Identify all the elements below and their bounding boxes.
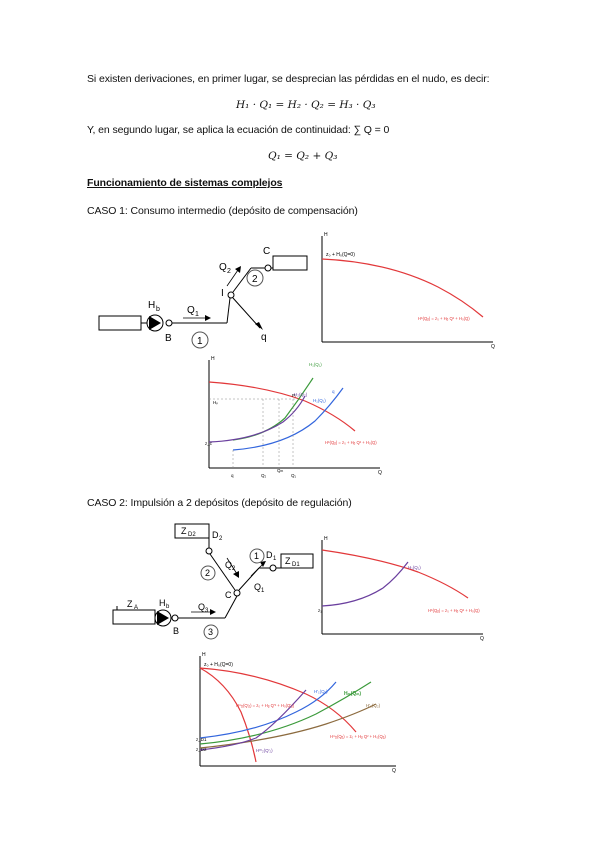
label-purple: H₁(Q₁) — [408, 565, 421, 570]
label-green: H₁(Q₁) — [309, 362, 322, 367]
axis-q-label: Q — [491, 344, 495, 350]
system-curve-purple — [321, 561, 409, 607]
flow-q1-label: Q — [187, 305, 195, 316]
pipe-1-label: 1 — [197, 336, 203, 347]
node-c-label: C — [263, 246, 270, 257]
node-b-label: B — [173, 626, 179, 636]
node-b-label: B — [165, 333, 172, 344]
intro-paragraph: Si existen derivaciones, en primer lugar… — [87, 73, 490, 85]
curve-purple — [199, 689, 307, 751]
flow-q2-sub: 2 — [227, 268, 231, 275]
pump-head-sub: b — [166, 604, 170, 610]
pipe-2-label: 2 — [205, 568, 210, 578]
pump-curve-label: Hᵇ(Qᵦ) = z₀ + Hᵦ Q² + H₀(Q) — [325, 440, 377, 445]
reservoir-d1 — [280, 553, 314, 569]
label-purple: Hᵐ₂(Q'₂) — [256, 748, 273, 753]
zc-label: z_c — [205, 441, 213, 446]
zd2-label: Z — [181, 526, 187, 536]
equation-energy: H₁ · Q₁ = H₂ · Q₂ = H₃ · Q₃ — [236, 99, 376, 111]
reservoir-a — [98, 315, 142, 331]
node-i-label: I — [221, 288, 224, 299]
label-brown: H'₂(Q₂) — [366, 703, 381, 708]
zd1-sub: D1 — [292, 562, 300, 568]
zd1-label: Z — [285, 556, 291, 566]
caso1-schematic: H b B Q 1 1 I Q 2 2 C q — [98, 246, 308, 349]
pipe-2-label: 2 — [252, 274, 258, 285]
zd2-sub: D2 — [188, 532, 196, 538]
flow-q1-sub: 1 — [195, 311, 199, 318]
x-q2-label: Q₂ — [261, 473, 267, 478]
label-purple: H₂(Q₂) — [294, 392, 308, 397]
label-red-low: Hᵐᵦ(Qᵦ) = z₀ + Hᵦ Q² + H₀(Qᵦ) — [330, 734, 386, 739]
zd2-label: z_D2 — [196, 747, 207, 752]
label-red-mid: Hᵐᵦ(Q'ᵦ) = z₀ + Hᵦ Q'² + H₀(Q'ᵦ) — [236, 703, 295, 708]
caso2-schematic: Z D2 D 2 Q 2 1 D 1 Z D1 2 Q 1 C Z A H b … — [112, 523, 314, 640]
label-blue: H'₁(Q₁) — [314, 689, 328, 694]
pump-curve-red-steep — [199, 667, 257, 763]
q3-sub: 3 — [205, 608, 209, 614]
shutoff-head-label: z₀ + H₀(Q=0) — [326, 252, 355, 258]
caso1-pump-curve-graph: H Q z₀ + H₀(Q=0) Hᵇ(Qᵦ) = z₀ + Hᵦ Q² + H… — [321, 232, 495, 350]
pipe-3-label: 3 — [208, 627, 213, 637]
x-q-label: q — [231, 473, 234, 478]
d2-label: D — [212, 530, 219, 540]
za-sub: A — [134, 605, 138, 611]
q1-label: Q — [254, 582, 261, 592]
shutoff-head-label: z₀ + H₀(Q=0) — [204, 662, 233, 668]
caso1-title: CASO 1: Consumo intermedio (depósito de … — [87, 205, 358, 217]
caso2-title: CASO 2: Impulsión a 2 depósitos (depósit… — [87, 497, 352, 509]
pump-head-label: H — [148, 300, 155, 311]
q2-sub: 2 — [232, 566, 236, 572]
curve-green — [199, 681, 372, 745]
pump-curve-red-upper — [199, 667, 357, 733]
label-q: q — [332, 389, 335, 394]
d2-sub: 2 — [219, 536, 223, 542]
reservoir-c — [272, 255, 308, 271]
za-label: Z — [127, 599, 133, 609]
pump-icon — [146, 314, 164, 332]
pump-curve-red — [321, 549, 469, 599]
pump-head-label: H — [159, 598, 166, 608]
curve-purple — [208, 395, 306, 443]
d1-sub: 1 — [273, 556, 277, 562]
caso2-operating-point-graph: H Q z₀ + H₀(Q=0) H'₁(Q₁) Hₘ(Qₘ) H'₂(Q₂) … — [196, 652, 396, 774]
curve-blue — [199, 681, 337, 739]
x-q1-label: Q₁ — [291, 473, 297, 478]
axis-q-label: Q — [480, 636, 484, 642]
continuity-paragraph: Y, en segundo lugar, se aplica la ecuaci… — [87, 124, 390, 136]
label-blue: H₁(Q₁) — [313, 398, 326, 403]
flow-q2-label: Q — [219, 262, 227, 273]
q3-label: Q — [198, 602, 205, 612]
zd1-label: z_D1 — [196, 737, 207, 742]
axis-h-label: H — [324, 232, 328, 238]
pump-curve-red — [208, 381, 356, 432]
z1-label: z₁ — [318, 608, 322, 613]
consumption-q-label: q — [261, 332, 267, 343]
q1-sub: 1 — [261, 588, 265, 594]
pump-icon — [154, 609, 172, 627]
reservoir-a — [112, 609, 156, 625]
equation-continuity: Q₁ = Q₂ + Q₃ — [268, 150, 338, 162]
q2-label: Q — [225, 560, 232, 570]
pi-label: Pᵢ — [292, 393, 296, 398]
pipe-1-label: 1 — [254, 551, 259, 561]
curve-blue — [232, 387, 344, 451]
section-heading: Funcionamiento de sistemas complejos — [87, 177, 283, 189]
x-qm-label: Qₘ — [277, 468, 284, 473]
axis-h-label: H — [211, 356, 215, 362]
caso2-system-curve-graph: H Q H₁(Q₁) z₁ Hᵇ(Qᵦ) = z₀ + Hᵦ Q² + H₀(Q… — [318, 536, 484, 642]
pump-head-sub: b — [156, 306, 160, 313]
pump-curve — [321, 258, 484, 318]
axis-q-label: Q — [378, 470, 382, 476]
label-green: Hₘ(Qₘ) — [344, 691, 361, 697]
d1-label: D — [266, 550, 273, 560]
axis-q-label: Q — [392, 768, 396, 774]
caso1-operating-point-graph: H Q H₁(Q₁) H₂(Q₂) H₁(Q₁) q Hₚ z_c Pᵢ Hᵇ(… — [205, 356, 382, 478]
axis-h-label: H — [202, 652, 206, 658]
axis-h-label: H — [324, 536, 328, 542]
pump-curve-label: Hᵇ(Qᵦ) = z₀ + Hᵦ Q² + H₀(Q) — [428, 608, 480, 613]
node-c-label: C — [225, 590, 232, 600]
hp-label: Hₚ — [213, 400, 218, 405]
pump-curve-label: Hᵇ(Qᵦ) = z₀ + Hᵦ Q² + H₀(Q) — [418, 316, 470, 321]
